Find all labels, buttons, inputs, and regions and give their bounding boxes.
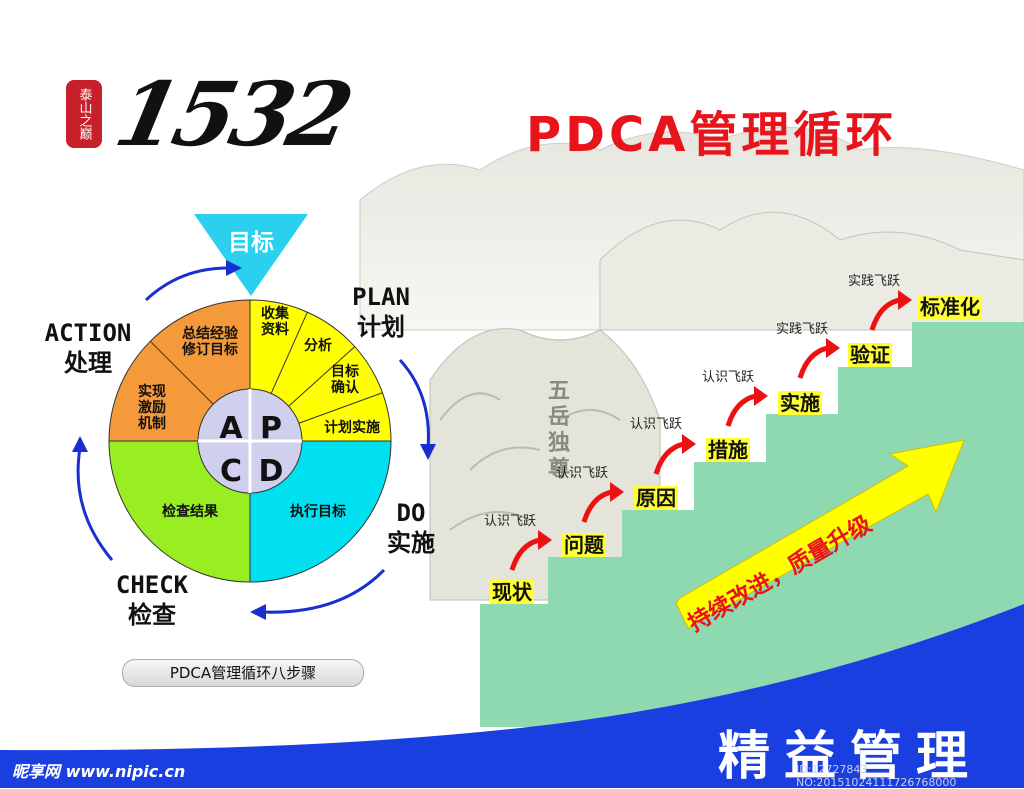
brand-number: 1532 — [106, 62, 358, 166]
quadrant-letter-c: C — [220, 454, 242, 489]
phase-plan-cn: 计划 — [357, 313, 405, 341]
leap-arrowhead-2 — [610, 482, 624, 502]
page-title: PDCA管理循环 — [526, 107, 898, 163]
segment-label-1: 收集资料 — [261, 305, 290, 338]
step-label-4: 措施 — [706, 438, 750, 462]
phase-label-action: ACTION 处理 — [38, 318, 138, 378]
segment-label-7: 实现激励机制 — [138, 383, 166, 432]
leap-label-6: 实践飞跃 — [848, 274, 901, 289]
footer-band — [0, 604, 1024, 788]
step-label-1: 现状 — [490, 580, 534, 604]
segment-label-8: 总结经验修订目标 — [181, 325, 239, 358]
leap-arrow-5 — [797, 345, 829, 379]
phase-label-do: DO 实施 — [380, 498, 442, 558]
step-label-5: 实施 — [778, 391, 822, 415]
leap-arrowhead-3 — [682, 434, 696, 454]
staircase — [480, 322, 1024, 727]
step-label-6: 验证 — [848, 343, 892, 367]
leap-label-3: 认识飞跃 — [630, 417, 683, 432]
leap-arrow-6 — [869, 297, 901, 331]
phase-check-en: CHECK — [115, 571, 189, 599]
leap-arrows — [509, 290, 912, 571]
phase-label-check: CHECK 检查 — [108, 570, 196, 630]
goal-triangle — [194, 214, 308, 296]
cycle-arrowheads — [72, 260, 436, 620]
arrow-check-action — [76, 447, 114, 561]
phase-do-en: DO — [396, 499, 426, 527]
phase-plan-en: PLAN — [352, 283, 410, 311]
leap-arrow-4 — [725, 393, 757, 427]
step-label-2: 问题 — [562, 533, 606, 557]
wheel-caption: PDCA管理循环八步骤 — [122, 659, 364, 687]
leap-arrowhead-4 — [754, 386, 768, 406]
improvement-banner-arrow — [675, 439, 965, 629]
step-label-7: 标准化 — [918, 295, 982, 319]
leap-arrowhead-1 — [538, 530, 552, 550]
leap-arrowhead-6 — [898, 290, 912, 310]
goal-label: 目标 — [228, 230, 274, 256]
leap-label-5: 实践飞跃 — [776, 322, 829, 337]
phase-action-cn: 处理 — [64, 349, 112, 377]
quadrant-letter-a: A — [219, 411, 243, 446]
leap-arrowhead-5 — [826, 338, 840, 358]
arrow-do-check — [261, 568, 386, 614]
arrow-plan-do — [398, 358, 430, 449]
quadrant-letter-p: P — [260, 411, 282, 446]
leap-label-4: 认识飞跃 — [702, 370, 755, 385]
footer-title: 精益管理 — [718, 727, 983, 787]
segment-label-4: 计划实施 — [324, 419, 380, 436]
cycle-arrows — [76, 266, 430, 614]
leap-label-1: 认识飞跃 — [484, 514, 537, 529]
step-label-3: 原因 — [634, 486, 678, 510]
image-id: ID:12727843 NO:20151024111726768000 — [796, 763, 957, 789]
leap-arrow-1 — [509, 537, 541, 571]
segment-label-6: 检查结果 — [162, 503, 219, 520]
segment-label-3: 目标确认 — [331, 363, 360, 396]
phase-label-plan: PLAN 计划 — [345, 282, 417, 342]
leap-arrow-2 — [581, 489, 613, 523]
watermark: 昵享网 www.nipic.cn — [12, 762, 186, 781]
phase-check-cn: 检查 — [128, 601, 176, 629]
arrow-action-plan — [144, 266, 229, 302]
segment-label-5: 执行目标 — [290, 503, 346, 520]
leap-arrow-3 — [653, 441, 685, 475]
segment-label-2: 分析 — [304, 337, 332, 354]
seal-stamp: 泰山之巅 — [66, 80, 102, 148]
phase-do-cn: 实施 — [387, 529, 435, 557]
quadrant-letter-d: D — [259, 454, 284, 489]
phase-action-en: ACTION — [44, 319, 132, 347]
mountain-inscription: 五岳独尊 — [548, 378, 571, 482]
leap-label-2: 认识飞跃 — [556, 466, 609, 481]
